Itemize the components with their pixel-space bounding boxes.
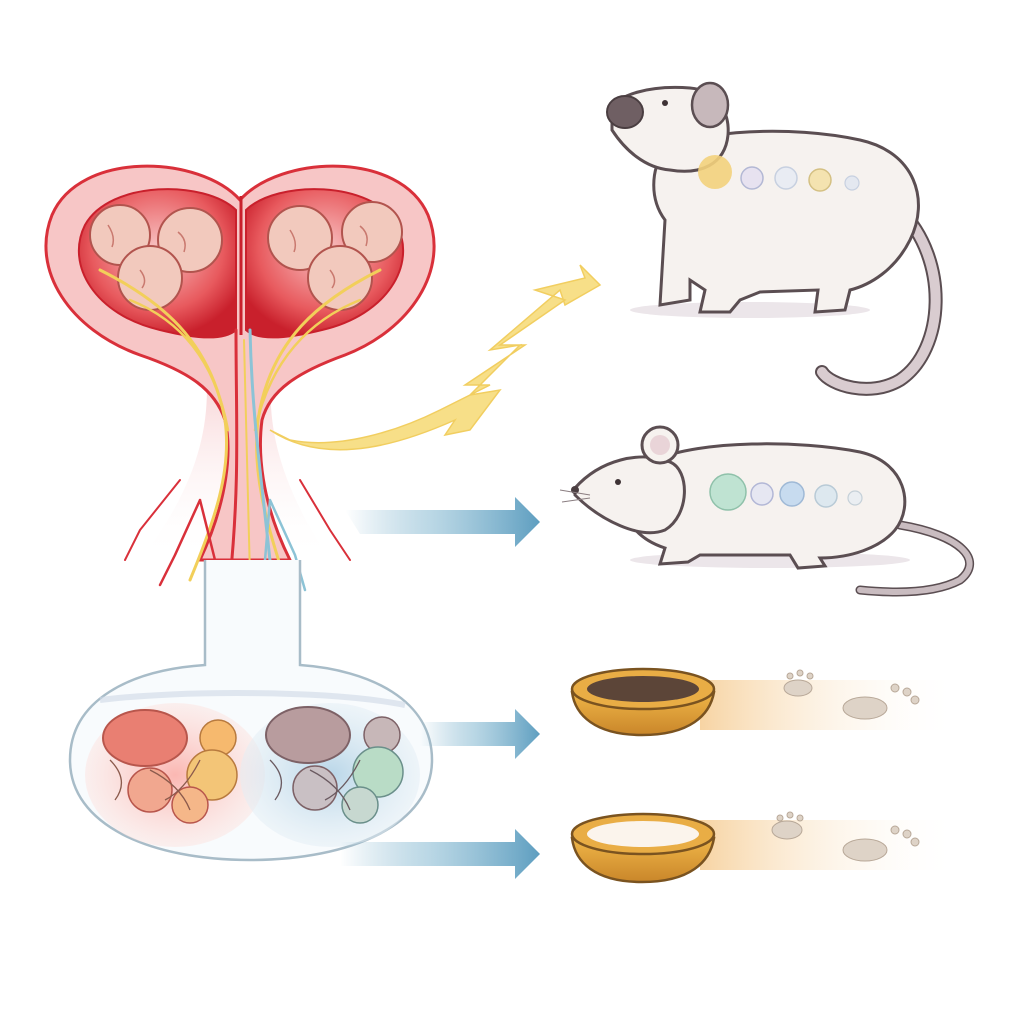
paw-prints-upper: [783, 669, 920, 720]
arrow-blue: [340, 497, 540, 879]
paw-prints-lower: [771, 811, 920, 862]
water-bowl: [570, 812, 960, 884]
arrow-yellow-lightning: [269, 264, 602, 451]
standing-animal: [606, 81, 943, 396]
nerve-fibers: [98, 268, 382, 592]
cell-cluster-cool: [240, 703, 420, 847]
food-bowl: [570, 667, 960, 737]
paw-print-icon: [783, 679, 813, 697]
lying-mouse: [559, 425, 975, 597]
arrow-right-icon: [420, 709, 540, 759]
neuron-cluster-left: [89, 204, 223, 311]
cell-cluster-warm: [85, 703, 265, 847]
neuron-cluster-right: [267, 201, 403, 311]
arrow-right-icon: [345, 497, 540, 547]
lightning-arrow-icon: [269, 264, 602, 451]
arrow-right-icon: [340, 829, 540, 879]
